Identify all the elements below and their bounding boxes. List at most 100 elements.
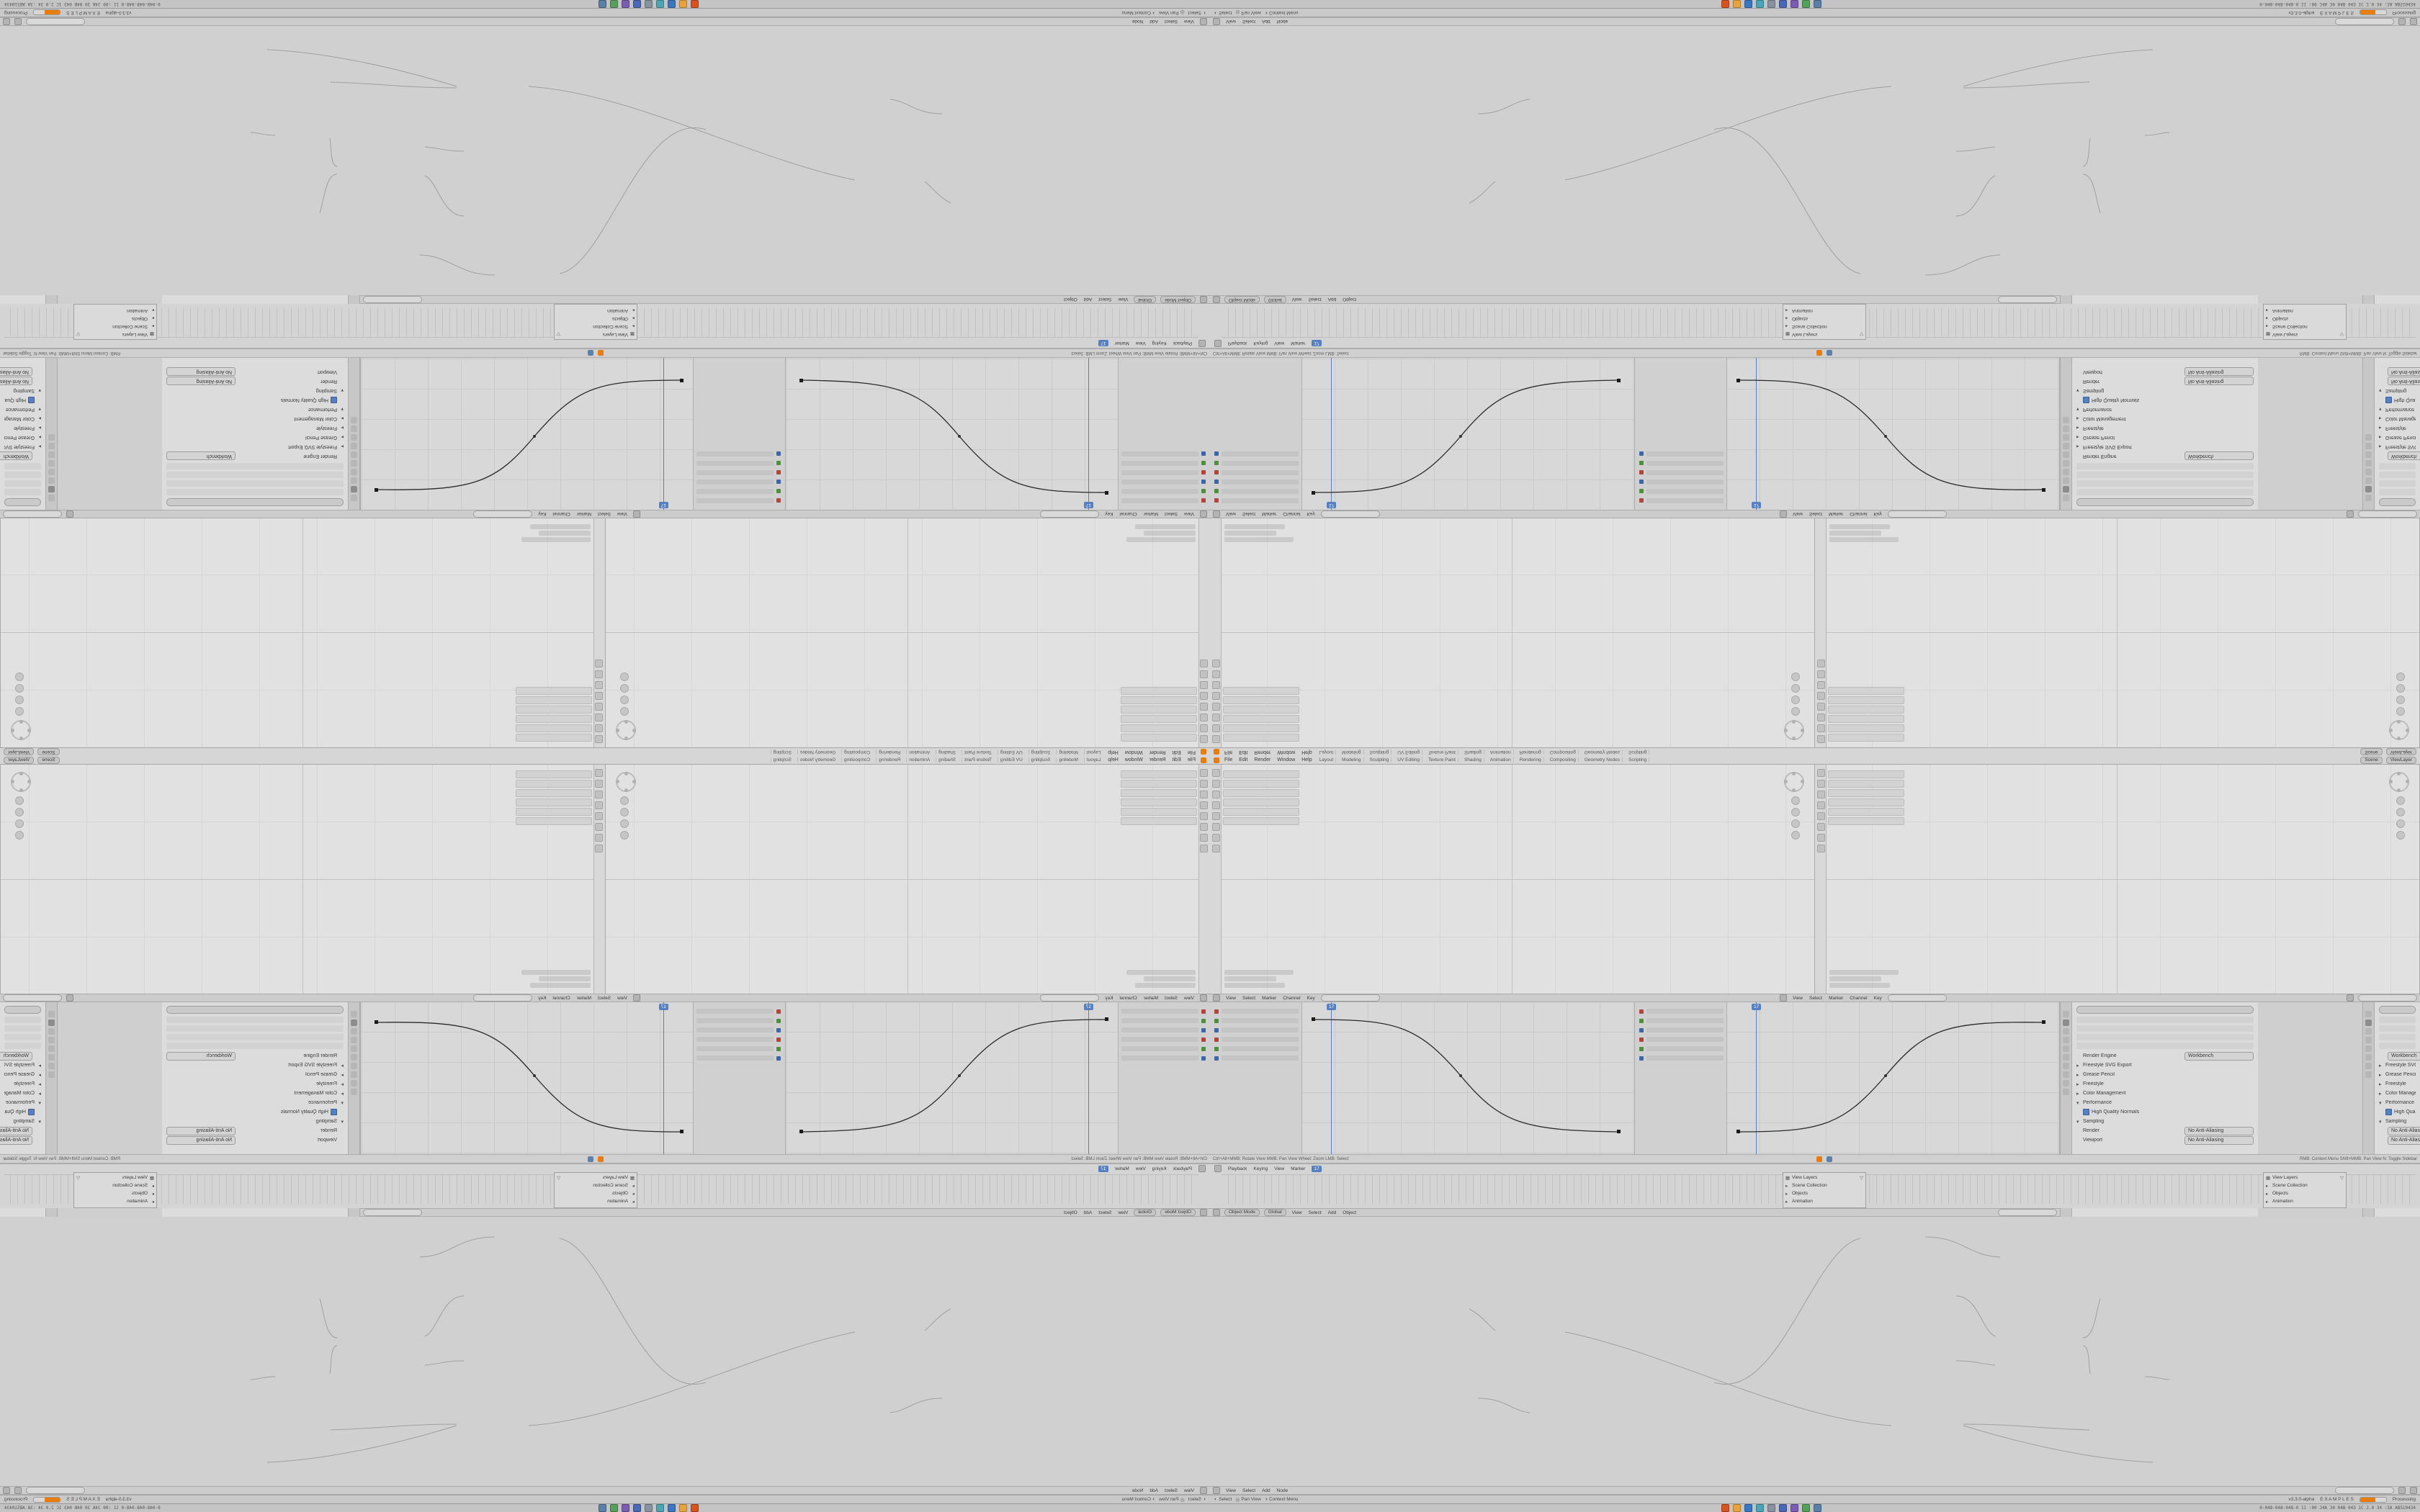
outliner-item[interactable]: ▸ Animation xyxy=(557,1197,635,1205)
properties-row-unlabeled[interactable] xyxy=(2379,480,2416,487)
channel-row[interactable] xyxy=(1214,1035,1299,1044)
workspace-tab[interactable]: Rendering xyxy=(1518,757,1544,762)
editor-type-icon[interactable] xyxy=(1200,510,1207,518)
node-editor[interactable]: Viewer Draw □ □ ■ □ ■ □ □ □ xyxy=(1210,1217,2420,1486)
property-value-dropdown[interactable]: Workbench xyxy=(166,451,236,461)
workspace-tab[interactable]: Scripting xyxy=(770,750,794,755)
properties-row[interactable]: Render Engine Workbench xyxy=(0,451,45,461)
outliner-item[interactable]: ▸ Objects xyxy=(1785,315,1863,323)
taskbar-app-icon[interactable] xyxy=(645,0,653,8)
properties-row-unlabeled[interactable] xyxy=(2076,472,2254,478)
graph-editor-left[interactable]: 17 xyxy=(785,1002,1210,1154)
taskbar-app-icon[interactable] xyxy=(1791,1504,1798,1512)
disclosure-triangle-icon[interactable]: ▸ xyxy=(341,434,344,440)
channel-row[interactable] xyxy=(1214,459,1299,468)
workspace-tab[interactable]: Animation xyxy=(1488,757,1514,762)
outliner-item[interactable]: ▸ Objects xyxy=(2266,1189,2344,1197)
taskbar-app-icon[interactable] xyxy=(599,1504,606,1512)
mode-dropdown[interactable]: Object Mode xyxy=(1160,1209,1196,1216)
properties-row[interactable]: Viewport No Anti-Aliasing xyxy=(2072,367,2258,377)
editor-type-icon[interactable] xyxy=(1780,994,1787,1002)
snap-icon[interactable] xyxy=(14,18,22,25)
timeline-menu-item[interactable]: Playback xyxy=(1173,341,1192,346)
graph-menu-item[interactable]: Channel xyxy=(1850,995,1868,1001)
properties-row-unlabeled[interactable] xyxy=(4,489,41,495)
search-input[interactable] xyxy=(1040,510,1100,518)
property-value-dropdown[interactable]: Workbench xyxy=(2184,1051,2254,1061)
channel-row[interactable] xyxy=(1214,496,1299,505)
workspace-tab[interactable]: Sculpting xyxy=(1368,757,1392,762)
disclosure-triangle-icon[interactable]: ▾ xyxy=(2076,1100,2079,1106)
properties-row-unlabeled[interactable] xyxy=(4,1017,41,1023)
editor-type-icon[interactable] xyxy=(1200,1209,1207,1216)
viewport-toolbar[interactable] xyxy=(593,765,605,994)
properties-row[interactable]: Render No Anti-Aliasing xyxy=(2072,1126,2258,1135)
graph-menu-item[interactable]: Key xyxy=(538,995,547,1001)
disclosure-triangle-icon[interactable]: ▸ xyxy=(38,1091,41,1097)
expand-icon[interactable]: ▸ xyxy=(151,1191,154,1197)
checkbox[interactable] xyxy=(2083,397,2089,403)
outliner-item[interactable]: ▸ Objects xyxy=(1785,1189,1863,1197)
disclosure-triangle-icon[interactable]: ▸ xyxy=(2076,1081,2079,1087)
taskbar-app-icon[interactable] xyxy=(599,0,606,8)
expand-icon[interactable]: ▸ xyxy=(1785,1199,1788,1205)
curve-area[interactable]: 17 xyxy=(1727,1002,2059,1154)
overlay-icon[interactable] xyxy=(2410,1487,2417,1494)
channel-row[interactable] xyxy=(696,1007,781,1016)
viewport-3d-left[interactable] xyxy=(1210,518,1815,747)
property-value-dropdown[interactable]: No Anti-Aliasing xyxy=(2388,1135,2420,1145)
outliner-item[interactable]: ▸ Scene Collection xyxy=(1785,1182,1863,1189)
properties-row[interactable]: ▸ Grease Pencil xyxy=(2375,433,2420,442)
graph-menu-item[interactable]: Marker xyxy=(576,511,591,517)
disclosure-triangle-icon[interactable]: ▸ xyxy=(38,415,41,421)
properties-row-unlabeled[interactable] xyxy=(2076,463,2254,469)
property-value-dropdown[interactable]: No Anti-Aliasing xyxy=(0,367,32,377)
properties-search-field[interactable] xyxy=(166,1006,344,1014)
viewport-nav-icons[interactable] xyxy=(1791,796,1800,840)
properties-row-unlabeled[interactable] xyxy=(166,489,344,495)
disclosure-triangle-icon[interactable]: ▾ xyxy=(2379,1119,2382,1125)
properties-search-field[interactable] xyxy=(2379,498,2416,506)
graph-menu-item[interactable]: Select xyxy=(1242,995,1256,1001)
node-editor[interactable]: Viewer Draw □ □ ■ □ ■ □ □ □ xyxy=(0,26,1210,295)
search-input[interactable] xyxy=(1998,1209,2057,1216)
property-value-dropdown[interactable]: No Anti-Aliasing xyxy=(2184,377,2254,386)
taskbar-app-icon[interactable] xyxy=(1814,0,1821,8)
graph-menu-item[interactable]: Select xyxy=(1164,511,1178,517)
timeline-menu-item[interactable]: Playback xyxy=(1173,1166,1192,1171)
current-frame-field[interactable]: 17 xyxy=(1098,340,1108,347)
properties-row-unlabeled[interactable] xyxy=(2379,472,2416,478)
graph-menu-item[interactable]: Channel xyxy=(1283,511,1301,517)
workspace-tab[interactable]: UV Editing xyxy=(1395,757,1423,762)
workspace-tab[interactable]: Layout xyxy=(1083,750,1103,755)
outliner-item[interactable]: ▸ Animation xyxy=(76,307,154,315)
properties-row[interactable]: ▾ Performance xyxy=(2375,405,2420,414)
properties-row-unlabeled[interactable] xyxy=(2076,1043,2254,1049)
graph-menu-item[interactable]: Marker xyxy=(1829,995,1844,1001)
taskbar-app-icon[interactable] xyxy=(1756,1504,1764,1512)
timeline-menu-item[interactable]: Marker xyxy=(1114,341,1129,346)
taskbar-app-icon[interactable] xyxy=(633,1504,641,1512)
property-value-dropdown[interactable]: No Anti-Aliasing xyxy=(2184,1135,2254,1145)
mode-dropdown[interactable]: Object Mode xyxy=(1224,1209,1260,1216)
disclosure-triangle-icon[interactable]: ▸ xyxy=(2076,434,2079,440)
workspace-tab[interactable]: Compositing xyxy=(1547,750,1579,755)
properties-row[interactable]: ▸ Color Management xyxy=(162,1089,348,1098)
workspace-tab[interactable]: Geometry Nodes xyxy=(1582,757,1623,762)
search-input[interactable] xyxy=(363,1209,422,1216)
viewport-nav-icons[interactable] xyxy=(15,672,24,716)
expand-icon[interactable]: ▸ xyxy=(1785,1191,1788,1197)
property-value-dropdown[interactable]: Workbench xyxy=(2184,451,2254,461)
topbar-menu-item[interactable]: Edit xyxy=(1172,757,1181,762)
disclosure-triangle-icon[interactable]: ▾ xyxy=(2379,1100,2382,1106)
mode-dropdown[interactable]: Object Mode xyxy=(1160,296,1196,303)
property-value-dropdown[interactable]: No Anti-Aliasing xyxy=(2184,367,2254,377)
graph-menu-item[interactable]: View xyxy=(1184,511,1194,517)
expand-icon[interactable]: ▸ xyxy=(1785,1183,1788,1189)
graph-menu-item[interactable]: Select xyxy=(1242,511,1256,517)
playhead[interactable] xyxy=(1331,1002,1332,1154)
properties-row[interactable]: ▾ Performance xyxy=(2072,1098,2258,1107)
channel-row[interactable] xyxy=(1121,487,1206,496)
properties-row-unlabeled[interactable] xyxy=(4,472,41,478)
workspace-tab[interactable]: Animation xyxy=(1487,750,1514,755)
